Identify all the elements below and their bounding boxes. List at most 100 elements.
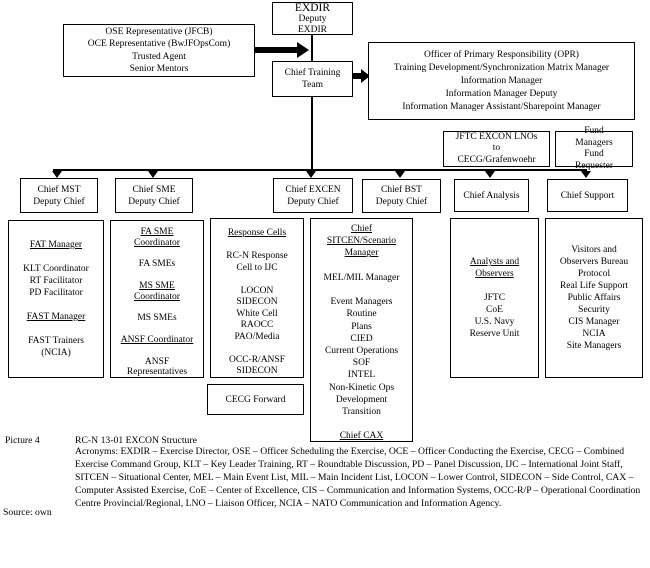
text-line: KLT Coordinator (23, 264, 89, 274)
text-line: Chief SME (132, 184, 176, 195)
text-line: Response Cells (227, 228, 287, 238)
text-line: OSE Representative (JFCB) (105, 26, 213, 37)
text-line: SITCEN – Situational Center, MEL – Main … (75, 472, 634, 483)
text-line: Observers (475, 269, 514, 279)
text-line: Visitors and (571, 245, 617, 255)
text-line: Chief Training (284, 68, 341, 78)
text-line: JFTC (483, 293, 506, 303)
text-line: CoE (486, 305, 503, 315)
text-line: Computer Assisted Exercise, CoE – Center… (75, 485, 641, 496)
text-line: RAOCC (240, 320, 274, 330)
text-line: SOF (352, 358, 371, 369)
text-line (156, 249, 158, 260)
text-line: FAST Manager (26, 312, 86, 322)
text-line (156, 270, 158, 281)
text-line: ANSF Coordinator (120, 334, 194, 345)
text-line: Chief EXCEN (285, 184, 341, 195)
figure-label: Picture 4 (5, 435, 40, 446)
text-line: EXDIR (297, 24, 328, 35)
text-line: FAT Manager (29, 240, 83, 250)
text-line: CECG Forward (225, 394, 286, 405)
text-line (55, 251, 57, 263)
text-line: Exercise Command Group, KLT – Key Leader… (75, 459, 623, 470)
down-arrow-icon (395, 171, 405, 178)
arrow-shaft (353, 73, 361, 79)
text-line: Fund (584, 126, 604, 136)
text-line: FAST Trainers (28, 336, 84, 346)
text-line: Chief Support (560, 190, 615, 201)
text-line: SIDECON (236, 297, 278, 307)
text-line: Centre Provincial/Regional, LNO – Liaiso… (75, 498, 502, 509)
text-line: FA SMEs (138, 259, 176, 270)
text-line (256, 274, 258, 286)
text-line: U.S. Navy (474, 317, 515, 327)
text-line: Plans (351, 321, 372, 332)
text-line: Team (302, 80, 323, 90)
text-line (360, 260, 362, 272)
down-arrow-icon (52, 171, 62, 178)
text-line: Site Managers (566, 341, 622, 351)
figure-title: RC-N 13-01 EXCON Structure (75, 435, 197, 446)
text-line: Analysts and (469, 257, 520, 267)
text-line (256, 240, 258, 252)
text-line: Routine (346, 309, 377, 320)
arrow-head (361, 69, 370, 83)
text-line: CIED (350, 333, 373, 344)
text-line: MS SME (139, 280, 175, 291)
text-line: CIS Manager (568, 317, 620, 327)
text-line: Fund (584, 149, 604, 159)
text-line: EXDIR (294, 1, 331, 14)
text-line: RC-N Response (226, 251, 288, 261)
text-line: Requester (575, 160, 613, 171)
cecg-forward-box: CECG Forward (207, 384, 304, 415)
text-line: Chief Analysis (463, 190, 520, 201)
text-line: OCC-R/ANSF (229, 354, 285, 365)
text-line: White Cell (236, 308, 278, 319)
arrow-shaft (255, 47, 297, 53)
text-line: Senior Mentors (129, 64, 189, 74)
text-line (156, 324, 158, 335)
text-line: MS SMEs (137, 313, 177, 324)
text-line: Chief BST (381, 185, 422, 195)
text-line: Deputy Chief (287, 196, 339, 207)
text-line: Officer of Primary Responsibility (OPR) (424, 49, 579, 60)
text-line: CECG/Grafenwoehr (457, 154, 536, 165)
text-line: Reserve Unit (469, 329, 520, 339)
text-line: Chief MST (37, 184, 81, 195)
text-line: Deputy Chief (33, 196, 85, 207)
text-line: to (492, 143, 501, 154)
text-line: JFTC EXCON LNOs (455, 131, 538, 142)
text-line: Real Life Support (559, 281, 629, 291)
text-line: Information Manager (460, 75, 543, 86)
text-line: ANSF (144, 356, 170, 367)
text-line: Current Operations (324, 346, 399, 357)
text-line (156, 303, 158, 314)
text-line: Coordinator (134, 237, 180, 248)
text-line: NCIA (582, 329, 606, 339)
text-line: Non-Kinetic Ops (328, 382, 395, 393)
text-line: Protocol (577, 269, 611, 279)
text-line: PAO/Media (234, 331, 280, 342)
text-line: Chief (350, 224, 373, 234)
figure-acronyms: Acronyms: EXDIR – Exercise Director, OSE… (75, 445, 640, 510)
arrow-head (297, 42, 309, 58)
text-line: Coordinator (134, 291, 180, 302)
text-line: INTEL (347, 370, 376, 381)
text-line: Public Affairs (567, 293, 621, 303)
down-arrow-icon (581, 171, 591, 178)
text-line: SIDECON (236, 366, 278, 376)
text-line (256, 343, 258, 355)
